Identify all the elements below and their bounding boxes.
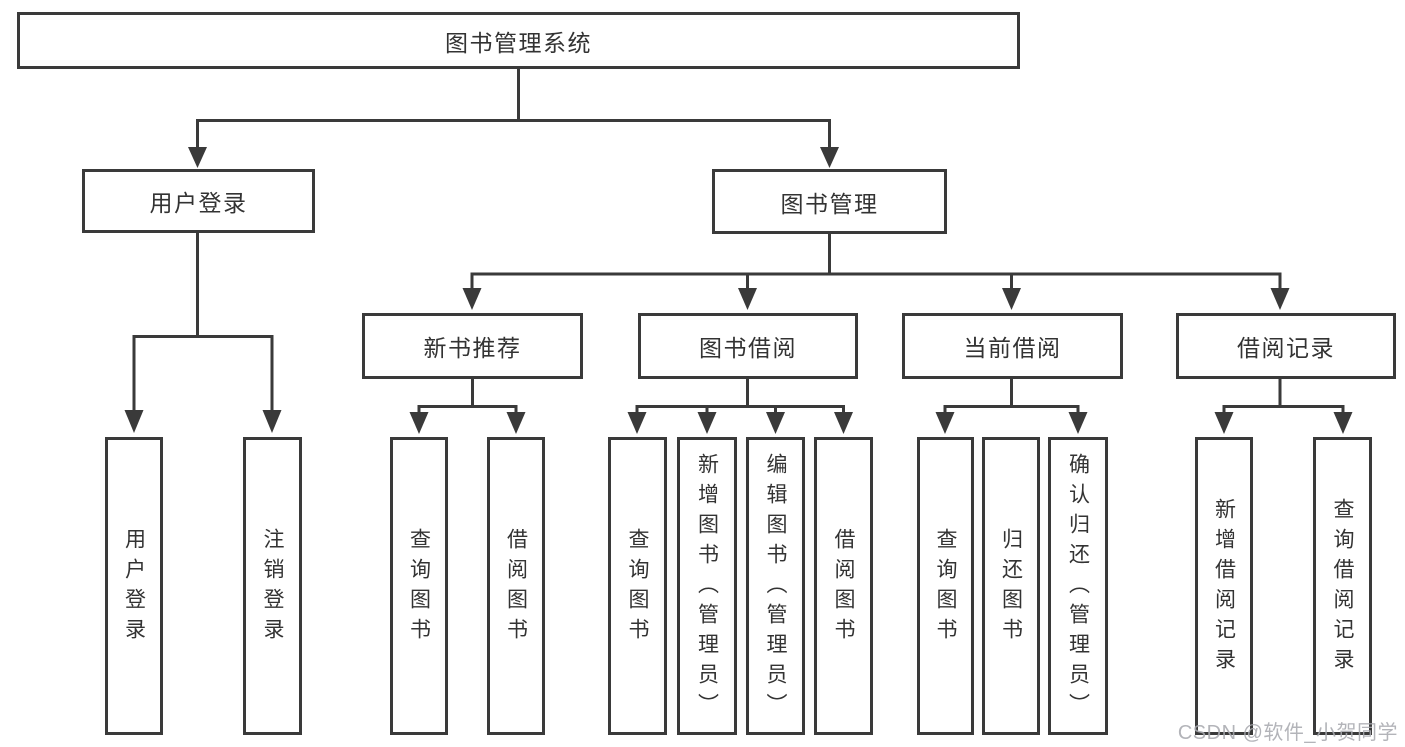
node-user-login: 用户登录	[82, 169, 315, 233]
connector-bookborrow-to-leaves	[627, 378, 853, 434]
connector-line	[417, 378, 518, 414]
leaf-borrow-books-recommend: 借阅图书	[487, 437, 545, 735]
node-current-borrowing: 当前借阅	[902, 313, 1123, 379]
arrow-down-icon	[124, 410, 144, 433]
leaf-return-book: 归还图书	[982, 437, 1040, 735]
node-book-borrowing: 图书借阅	[638, 313, 858, 379]
arrow-down-icon	[262, 410, 282, 433]
node-label: 借阅图书	[504, 528, 528, 648]
arrow-down-icon	[409, 412, 429, 434]
leaf-query-books-borrow: 查询图书	[608, 437, 667, 735]
arrow-down-icon	[834, 412, 853, 434]
node-label: 注销登录	[261, 528, 284, 648]
node-label: 查询图书	[626, 528, 649, 648]
connector-root-to-level2	[188, 68, 839, 168]
arrow-down-icon	[738, 288, 757, 310]
connector-newbook-to-leaves	[409, 378, 526, 434]
leaf-confirm-return-admin: 确认归还（管理员）	[1048, 437, 1108, 735]
connector-borrowrecords-to-leaves	[1214, 378, 1353, 434]
arrow-down-icon	[935, 412, 955, 434]
arrow-down-icon	[188, 147, 207, 168]
arrow-down-icon	[697, 412, 717, 434]
node-label: 查询图书	[407, 528, 431, 648]
node-label: 新书推荐	[423, 335, 522, 361]
node-label: 归还图书	[999, 528, 1023, 648]
arrow-down-icon	[1068, 412, 1088, 434]
leaf-borrow-books: 借阅图书	[814, 437, 873, 735]
connector-line	[943, 378, 1080, 414]
connector-userlogin-to-leaves	[124, 232, 282, 433]
node-label: 新增图书（管理员）	[695, 453, 719, 723]
node-library-management-system: 图书管理系统	[17, 12, 1020, 69]
arrow-down-icon	[1333, 412, 1353, 434]
leaf-add-borrow-record: 新增借阅记录	[1195, 437, 1253, 735]
node-label: 用户登录	[122, 528, 146, 648]
arrow-down-icon	[1002, 288, 1021, 310]
leaf-query-books-recommend: 查询图书	[390, 437, 448, 735]
node-label: 图书管理	[780, 190, 879, 217]
connector-line	[1222, 378, 1345, 414]
node-label: 查询图书	[934, 528, 957, 648]
node-label: 查询借阅记录	[1331, 498, 1354, 678]
leaf-logout: 注销登录	[243, 437, 302, 735]
node-book-management: 图书管理	[712, 169, 947, 234]
arrow-down-icon	[820, 147, 839, 168]
connector-currentborrow-to-leaves	[935, 378, 1088, 434]
leaf-edit-book-admin: 编辑图书（管理员）	[746, 437, 805, 735]
node-label: 图书借阅	[699, 335, 797, 361]
arrow-down-icon	[627, 412, 647, 434]
node-label: 确认归还（管理员）	[1066, 453, 1090, 723]
node-borrowing-records: 借阅记录	[1176, 313, 1396, 379]
node-new-book-recommend: 新书推荐	[362, 313, 583, 379]
leaf-user-login: 用户登录	[105, 437, 163, 735]
node-label: 借阅图书	[832, 528, 855, 648]
connector-line	[196, 68, 831, 149]
leaf-query-books-current: 查询图书	[917, 437, 974, 735]
arrow-down-icon	[1270, 288, 1290, 310]
node-label: 当前借阅	[963, 335, 1062, 361]
node-label: 借阅记录	[1237, 335, 1335, 361]
arrow-down-icon	[462, 288, 482, 310]
arrow-down-icon	[506, 412, 526, 434]
connector-line	[635, 378, 845, 414]
node-label: 新增借阅记录	[1212, 498, 1236, 678]
node-label: 图书管理系统	[445, 29, 592, 56]
leaf-query-borrow-record: 查询借阅记录	[1313, 437, 1372, 735]
node-label: 用户登录	[149, 190, 248, 216]
connector-line	[132, 232, 274, 412]
connector-bookmgmt-to-level3	[462, 233, 1290, 310]
leaf-add-book-admin: 新增图书（管理员）	[677, 437, 737, 735]
arrow-down-icon	[1214, 412, 1234, 434]
arrow-down-icon	[766, 412, 785, 434]
node-label: 编辑图书（管理员）	[764, 453, 787, 723]
connector-line	[470, 233, 1282, 290]
